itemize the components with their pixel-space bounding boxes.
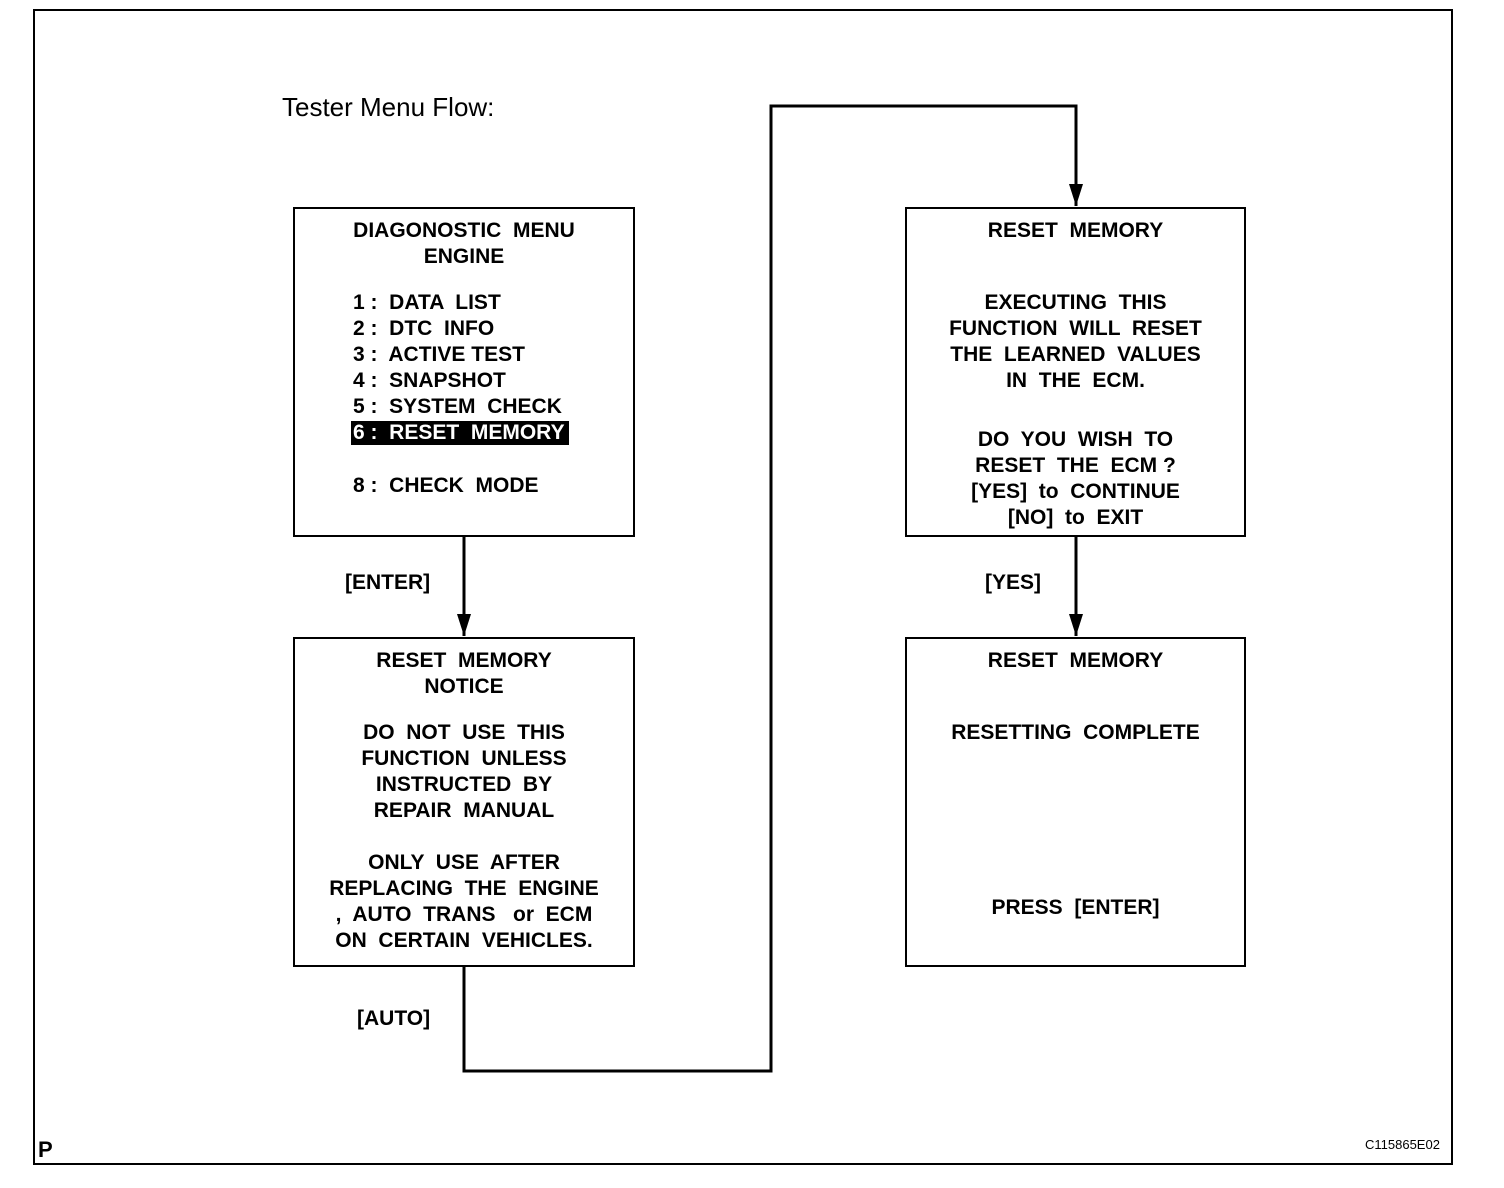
notice-line-5: INSTRUCTED BY (375, 773, 553, 796)
menu-item-active-test: 3 : ACTIVE TEST (353, 343, 525, 366)
notice-line-2: NOTICE (424, 675, 504, 698)
arrow-auto (462, 104, 1078, 1073)
confirm-line-9: [NO] to EXIT (1007, 506, 1144, 529)
menu-item-reset-memory-selected: 6 : RESET MEMORY (351, 421, 569, 445)
complete-line-2: RESETTING COMPLETE (951, 721, 1200, 744)
complete-line-3: PRESS [ENTER] (991, 896, 1160, 919)
notice-line-7: ONLY USE AFTER (368, 851, 560, 874)
label-auto: [AUTO] (357, 1007, 431, 1030)
notice-line-6: REPAIR MANUAL (373, 799, 555, 822)
notice-line-8: REPLACING THE ENGINE (329, 877, 599, 900)
footer-left-marker: P (38, 1137, 53, 1162)
confirm-line-8: [YES] to CONTINUE (971, 480, 1180, 503)
menu-item-check-mode: 8 : CHECK MODE (353, 474, 539, 497)
arrowhead-yes (1069, 614, 1083, 636)
notice-line-9: , AUTO TRANS or ECM (335, 903, 593, 926)
diagram-title: Tester Menu Flow: (282, 92, 495, 122)
notice-line-4: FUNCTION UNLESS (361, 747, 567, 770)
label-enter: [ENTER] (345, 571, 431, 594)
notice-line-10: ON CERTAIN VEHICLES. (335, 929, 593, 952)
arrowhead-auto (1069, 184, 1083, 206)
reset-memory-notice-box: RESET MEMORY NOTICE DO NOT USE THIS FUNC… (293, 637, 635, 967)
menu-item-data-list: 1 : DATA LIST (353, 291, 501, 314)
complete-line-1: RESET MEMORY (987, 649, 1164, 672)
confirm-line-4: THE LEARNED VALUES (950, 343, 1201, 366)
reset-memory-confirm-box: RESET MEMORY EXECUTING THIS FUNCTION WIL… (905, 207, 1246, 537)
confirm-line-1: RESET MEMORY (987, 219, 1164, 242)
reset-memory-complete-box: RESET MEMORY RESETTING COMPLETE PRESS [E… (905, 637, 1246, 967)
notice-line-3: DO NOT USE THIS (363, 721, 565, 744)
menu-item-snapshot: 4 : SNAPSHOT (353, 369, 506, 392)
confirm-line-7: RESET THE ECM ? (975, 454, 1176, 477)
menu-item-system-check: 5 : SYSTEM CHECK (353, 395, 562, 418)
diag-title: DIAGONOSTIC MENU (353, 219, 575, 242)
arrowhead-enter (457, 614, 471, 636)
figure-frame (33, 9, 1453, 1165)
figure-code: C115865E02 (1365, 1137, 1440, 1152)
menu-item-dtc-info: 2 : DTC INFO (353, 317, 495, 340)
label-yes: [YES] (985, 571, 1042, 594)
diag-subtitle: ENGINE (423, 245, 505, 268)
confirm-line-3: FUNCTION WILL RESET (949, 317, 1202, 340)
confirm-line-5: IN THE ECM. (1006, 369, 1145, 392)
confirm-line-6: DO YOU WISH TO (977, 428, 1174, 451)
confirm-line-2: EXECUTING THIS (984, 291, 1167, 314)
diagnostic-menu-box: DIAGONOSTIC MENU ENGINE 1 : DATA LIST 2 … (293, 207, 635, 537)
notice-line-1: RESET MEMORY (376, 649, 552, 672)
